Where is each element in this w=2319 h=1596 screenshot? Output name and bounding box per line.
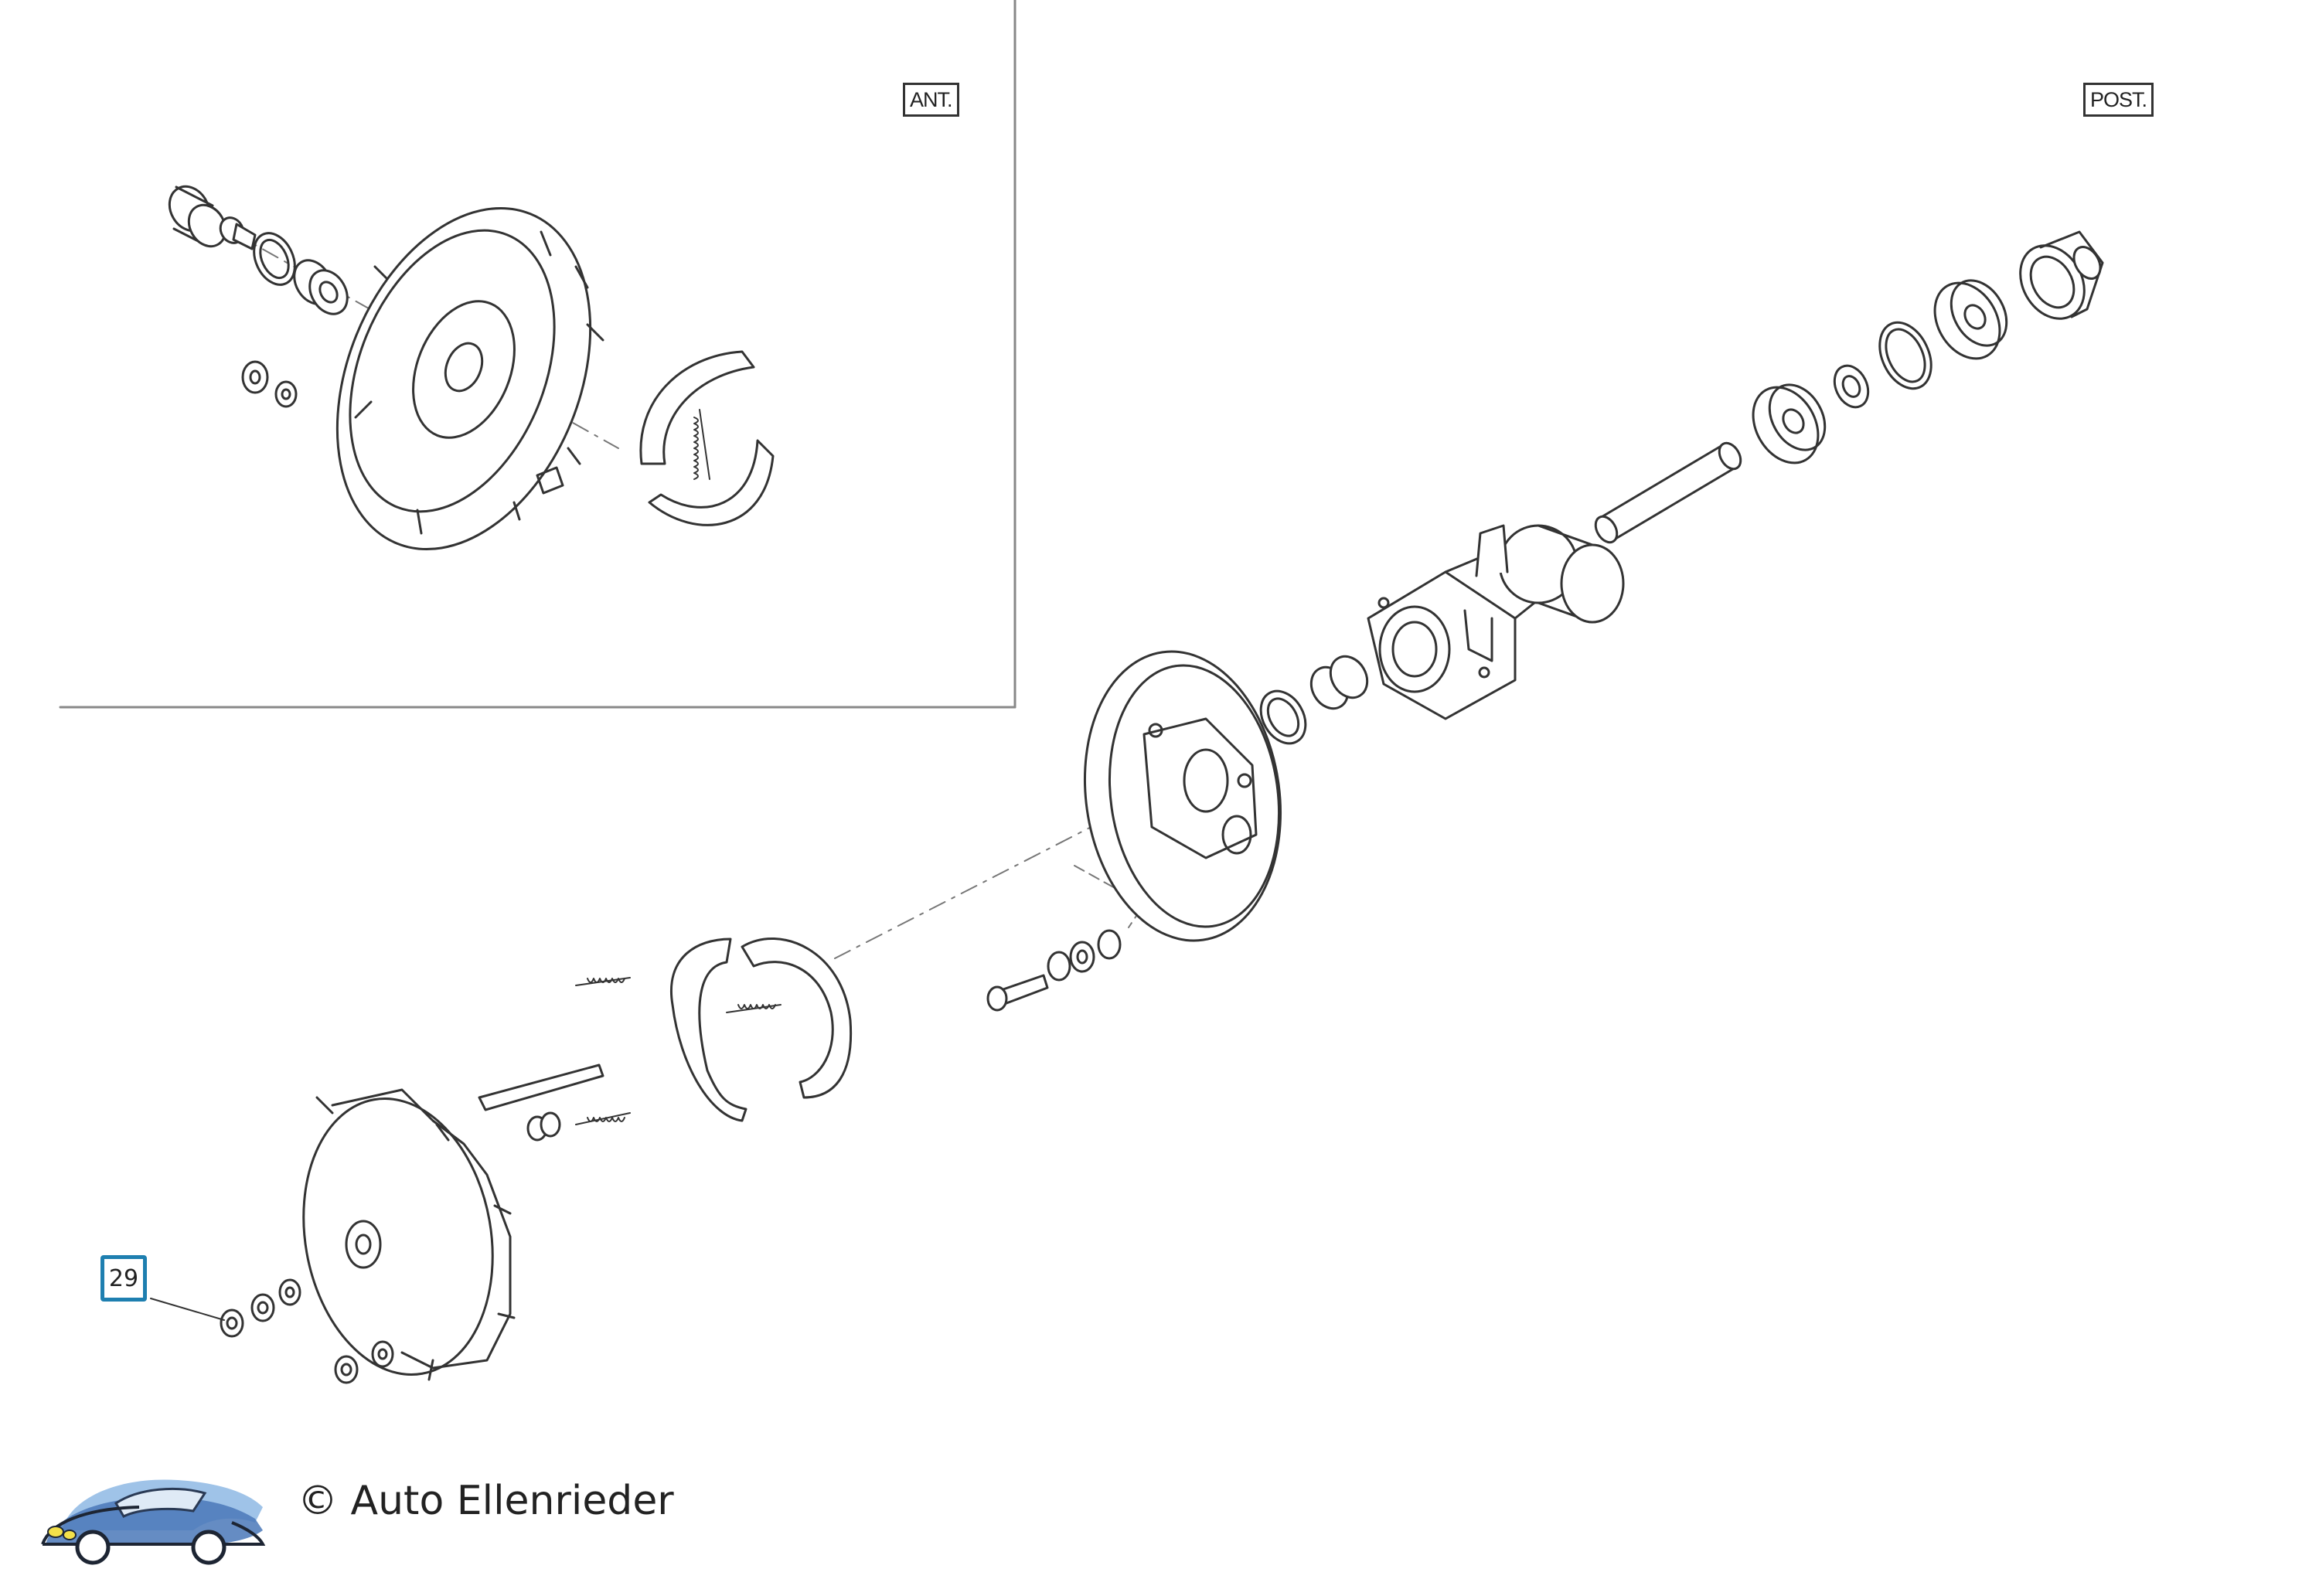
front-ring [253, 232, 296, 286]
car-logo-icon [41, 1479, 266, 1565]
copyright-text: © Auto Ellenrieder [298, 1478, 674, 1524]
front-label: ANT. [903, 83, 959, 117]
rear-mounting-bolt [986, 929, 1122, 1012]
rear-return-springs [575, 977, 782, 1125]
rear-spacer [526, 1111, 561, 1142]
callout-leader [150, 1298, 225, 1321]
front-brake-drum [335, 206, 604, 551]
rear-axle-housing [1367, 524, 1625, 720]
rear-drum-nuts [220, 1278, 394, 1384]
front-brake-shoes [639, 350, 775, 526]
front-key [536, 466, 564, 495]
front-small-bolt [219, 216, 257, 250]
rear-end-cap [2019, 230, 2104, 320]
front-assembly [168, 185, 775, 551]
rear-brake-drum [302, 1088, 516, 1381]
rear-bushing [1309, 655, 1369, 710]
rear-circlip [1878, 321, 1932, 390]
rear-sleeve-tube [1594, 441, 1742, 544]
front-bearing-cap [168, 185, 227, 248]
rear-washer [1833, 364, 1870, 409]
front-bearing [293, 259, 349, 315]
rear-seal-ring [1259, 689, 1307, 745]
rear-pin-rod [478, 1063, 604, 1111]
rear-bearing-inner [1752, 383, 1827, 465]
front-nut [241, 360, 298, 408]
rear-label: POST. [2083, 83, 2154, 117]
footer: © Auto Ellenrieder [31, 1445, 804, 1569]
rear-backing-plate [1083, 650, 1282, 942]
part-callout-29[interactable]: 29 [100, 1255, 147, 1302]
rear-brake-shoes [670, 938, 853, 1122]
rear-assembly [150, 230, 2104, 1384]
front-assembly-frame [59, 0, 1016, 709]
rear-bearing-outer [1933, 279, 2008, 360]
